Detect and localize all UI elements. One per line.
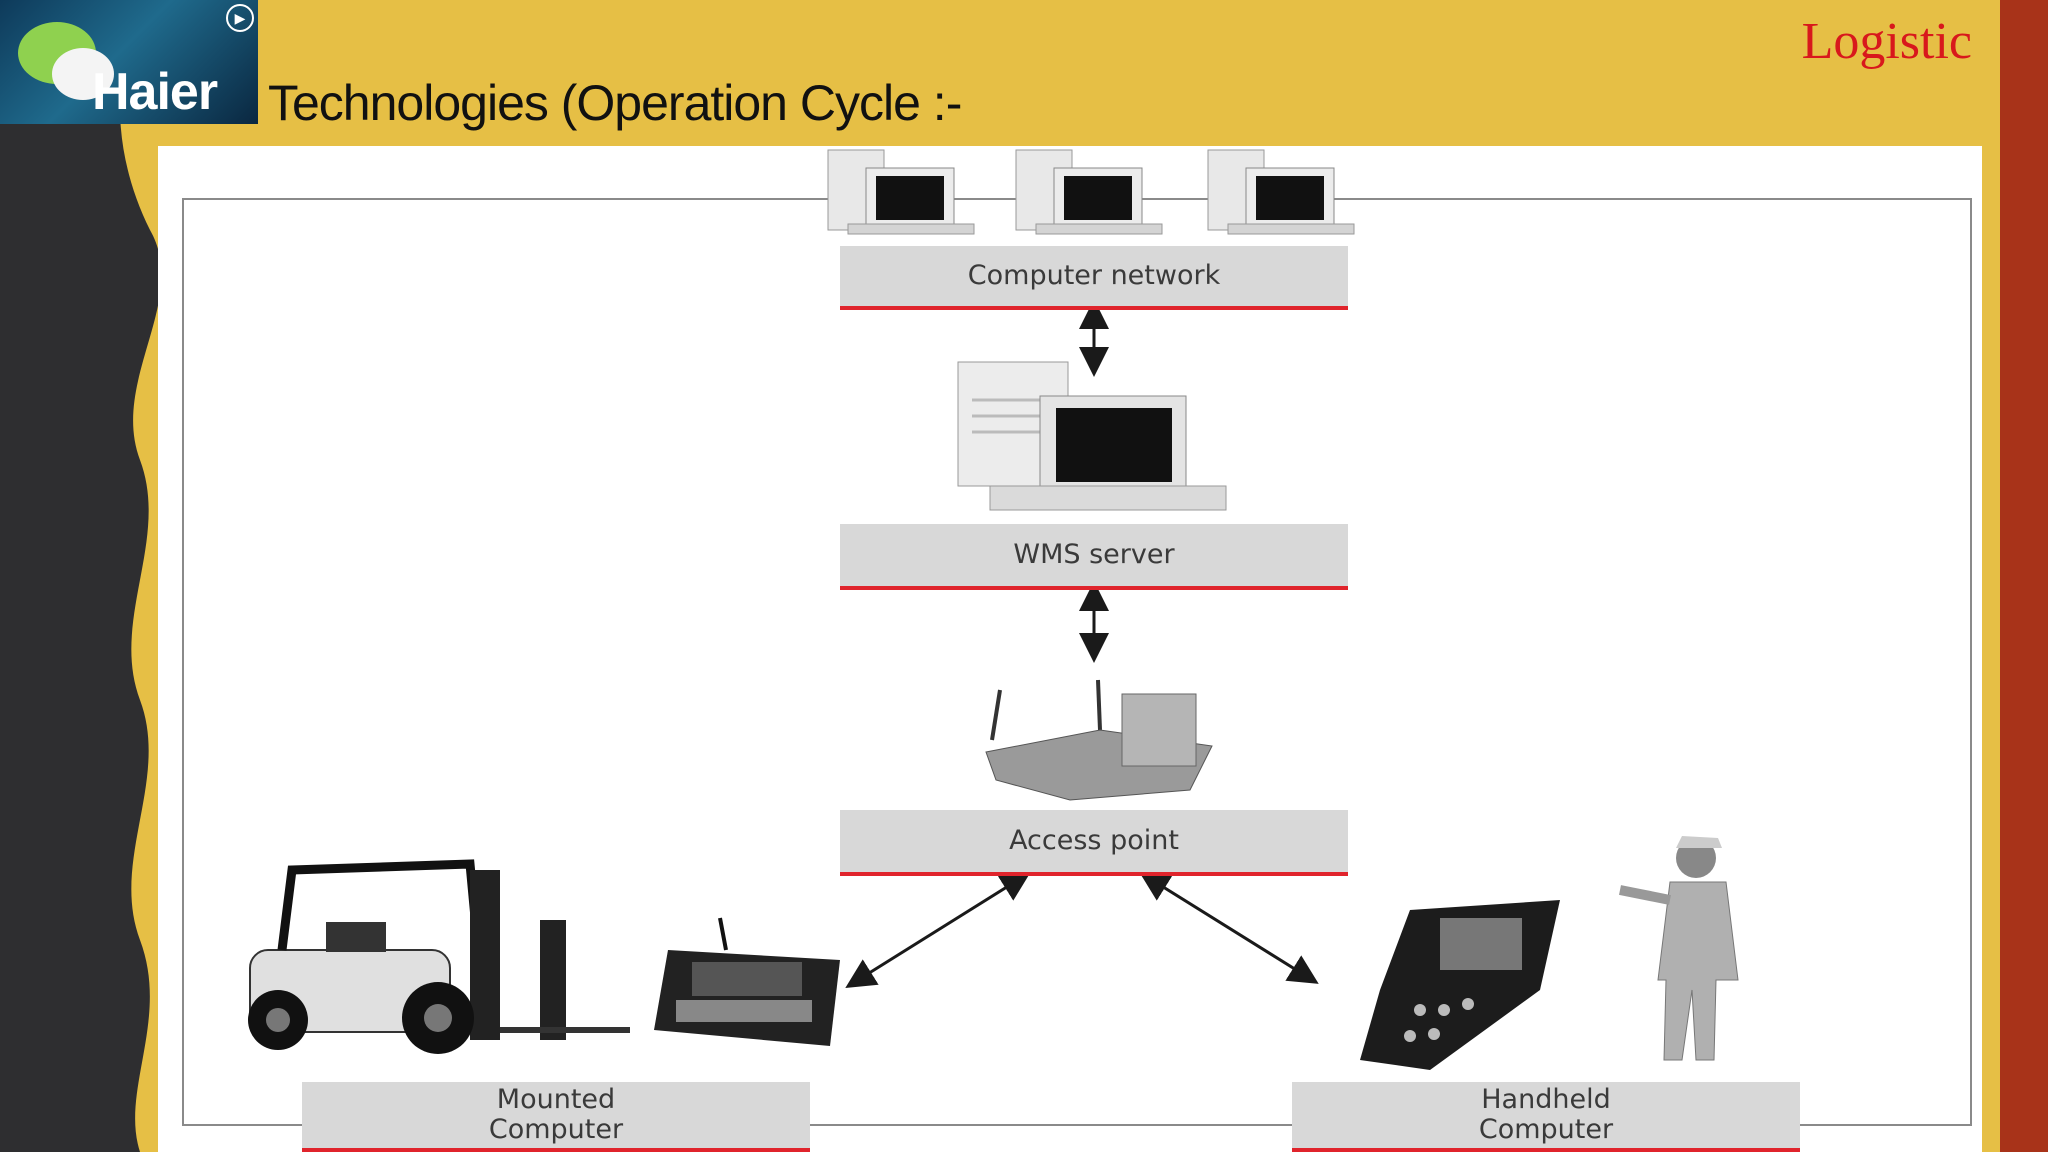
computer-network-label: Computer network	[840, 246, 1348, 310]
play-icon: ▶	[226, 4, 254, 32]
mounted-computer-text: Mounted Computer	[488, 1084, 624, 1145]
wms-server-text: WMS server	[1013, 539, 1175, 571]
wms-server-label: WMS server	[840, 524, 1348, 590]
access-point-label: Access point	[840, 810, 1348, 876]
corner-label: Logistic	[1801, 13, 1972, 70]
access-point-text: Access point	[1009, 825, 1179, 857]
left-wave-decoration	[0, 0, 160, 1152]
right-accent-bar	[2000, 0, 2048, 1152]
mounted-computer-label: Mounted Computer	[302, 1082, 810, 1152]
chat-bubble-icon	[52, 48, 114, 100]
handheld-computer-label: Handheld Computer	[1292, 1082, 1800, 1152]
haier-logo: Haier ▶	[0, 0, 258, 124]
computer-network-text: Computer network	[967, 260, 1221, 292]
logo-brand-text: Haier	[92, 63, 218, 121]
slide-title: Technologies (Operation Cycle :-	[268, 75, 962, 131]
handheld-computer-text: Handheld Computer	[1478, 1084, 1614, 1145]
diagram-frame	[182, 198, 1972, 1126]
